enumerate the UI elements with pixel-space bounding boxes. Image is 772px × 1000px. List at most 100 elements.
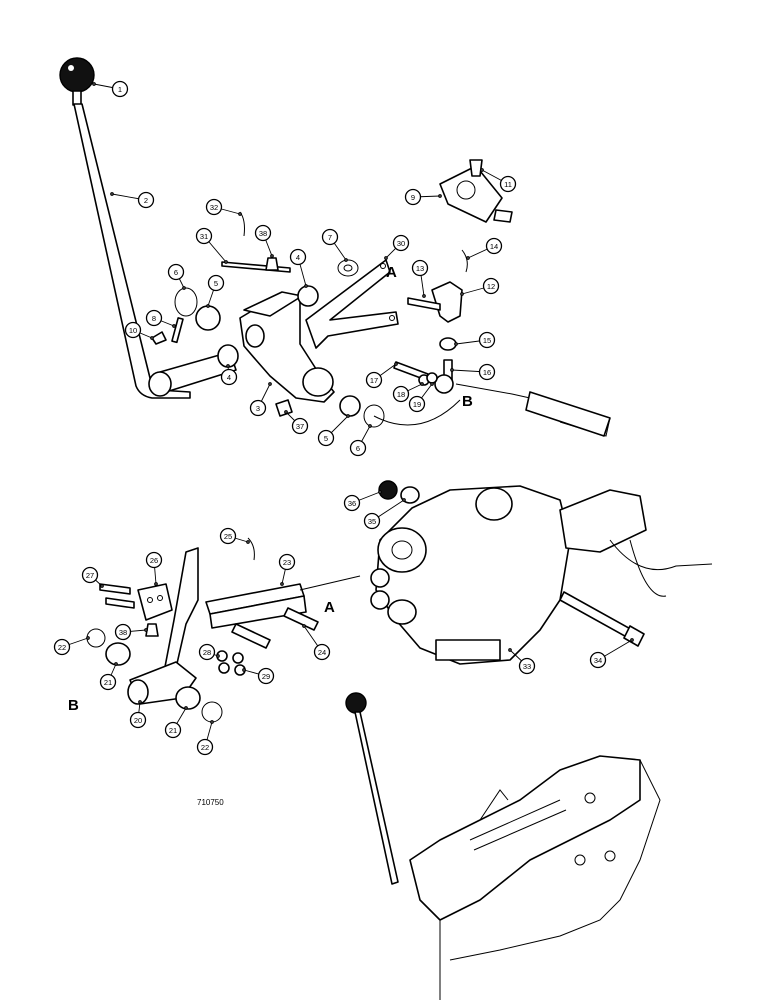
grease-fitting-38 xyxy=(265,257,279,271)
callout-number: 3 xyxy=(256,404,260,413)
callout-number: 16 xyxy=(483,368,491,377)
screw-27b xyxy=(105,597,135,609)
callout-circle xyxy=(81,566,99,584)
callout-15: 15 xyxy=(454,331,496,349)
callout-number: 14 xyxy=(490,242,498,251)
callout-19: 19 xyxy=(408,382,434,413)
connection-label-b-lower: B xyxy=(68,697,79,714)
callout-leader-dot xyxy=(508,648,512,652)
callout-circle xyxy=(278,553,296,571)
callout-number: 11 xyxy=(504,180,512,189)
installed-lever xyxy=(354,711,399,885)
callout-circle xyxy=(313,643,331,661)
grease-fitting-38b xyxy=(145,623,159,637)
washer-left-6 xyxy=(174,287,198,317)
cotter-pin-25 xyxy=(247,537,255,561)
arm-bracket-20 xyxy=(163,547,199,673)
callout-number: 37 xyxy=(296,422,304,431)
callout-circle xyxy=(145,309,163,327)
callout-circle xyxy=(321,228,339,246)
pin-24a xyxy=(283,607,319,631)
callout-leader-dot xyxy=(268,382,272,386)
callout-21: 21 xyxy=(99,662,118,691)
callout-leader-dot xyxy=(216,654,220,658)
callout-leader-dot xyxy=(402,498,406,502)
callout-leader-dot xyxy=(242,668,246,672)
valve-port-inner xyxy=(391,540,413,560)
callout-circle xyxy=(291,417,309,435)
connection-label-b-upper: B xyxy=(462,393,473,410)
installed-link-1 xyxy=(469,799,561,841)
callout-leader-dot xyxy=(284,410,288,414)
callout-circle xyxy=(343,494,361,512)
callout-number: 30 xyxy=(397,239,405,248)
callout-number: 17 xyxy=(370,376,378,385)
connection-label-a-lower: A xyxy=(324,599,335,616)
callout-number: 29 xyxy=(262,672,270,681)
callout-leader-dot xyxy=(420,382,424,386)
callout-number: 10 xyxy=(129,326,137,335)
roll-pin-8 xyxy=(171,317,184,344)
callout-circle xyxy=(114,623,132,641)
callout-circle xyxy=(404,188,422,206)
connection-label-a-upper: A xyxy=(386,264,397,281)
callout-38: 38 xyxy=(114,623,148,641)
callout-leader-dot xyxy=(630,638,634,642)
washer-7-hole xyxy=(343,264,353,272)
callout-20: 20 xyxy=(129,700,147,729)
callout-circle xyxy=(53,638,71,656)
knob-highlight xyxy=(68,65,74,71)
callout-38: 38 xyxy=(254,224,274,258)
callout-leader-dot xyxy=(280,582,284,586)
callout-9: 9 xyxy=(404,188,442,206)
callout-circle xyxy=(198,643,216,661)
callout-leader-dot xyxy=(184,706,188,710)
control-lever-assembly xyxy=(59,57,611,437)
callout-circle xyxy=(478,331,496,349)
lever-rod xyxy=(73,103,191,399)
solenoid-wire xyxy=(609,539,713,571)
callout-22: 22 xyxy=(53,636,90,656)
callout-18: 18 xyxy=(392,382,424,403)
callout-leader-dot xyxy=(450,368,454,372)
figure-number: 710750 xyxy=(197,798,224,807)
callout-circle xyxy=(219,527,237,545)
switch-hole-b xyxy=(157,595,163,601)
valve-body xyxy=(375,485,571,665)
callout-leader-dot xyxy=(226,364,230,368)
callout-number: 6 xyxy=(174,268,178,277)
callout-circle xyxy=(478,363,496,381)
callout-circle xyxy=(249,399,267,417)
callout-32: 32 xyxy=(205,198,242,216)
callout-number: 35 xyxy=(368,517,376,526)
callout-number: 21 xyxy=(104,678,112,687)
bracket-bore xyxy=(245,324,265,348)
callout-number: 31 xyxy=(200,232,208,241)
callout-leader-dot xyxy=(238,212,242,216)
bushing-left-5 xyxy=(195,305,221,331)
clevis-12 xyxy=(431,281,463,323)
callout-number: 8 xyxy=(152,314,156,323)
valve-port-large xyxy=(377,527,427,573)
callout-number: 7 xyxy=(328,233,332,242)
callout-21: 21 xyxy=(164,706,188,739)
nut-15 xyxy=(439,337,457,351)
callout-27: 27 xyxy=(81,566,104,588)
solenoid-body xyxy=(559,489,647,553)
callout-number: 27 xyxy=(86,571,94,580)
callout-leader-dot xyxy=(466,256,470,260)
callout-circle xyxy=(196,738,214,756)
callout-4: 4 xyxy=(220,364,238,386)
callout-25: 25 xyxy=(219,527,250,545)
callout-leader-dot xyxy=(224,260,228,264)
callout-circle xyxy=(254,224,272,242)
callout-layer: 1234455667891011121314151617181920212122… xyxy=(53,80,634,756)
callout-number: 5 xyxy=(214,279,218,288)
bolt-34 xyxy=(559,591,637,641)
bolt-34-head xyxy=(623,625,645,647)
screw-11b xyxy=(493,209,513,223)
callout-leader-dot xyxy=(114,662,118,666)
callout-circle xyxy=(205,198,223,216)
callout-circle xyxy=(317,429,335,447)
callout-number: 33 xyxy=(523,662,531,671)
